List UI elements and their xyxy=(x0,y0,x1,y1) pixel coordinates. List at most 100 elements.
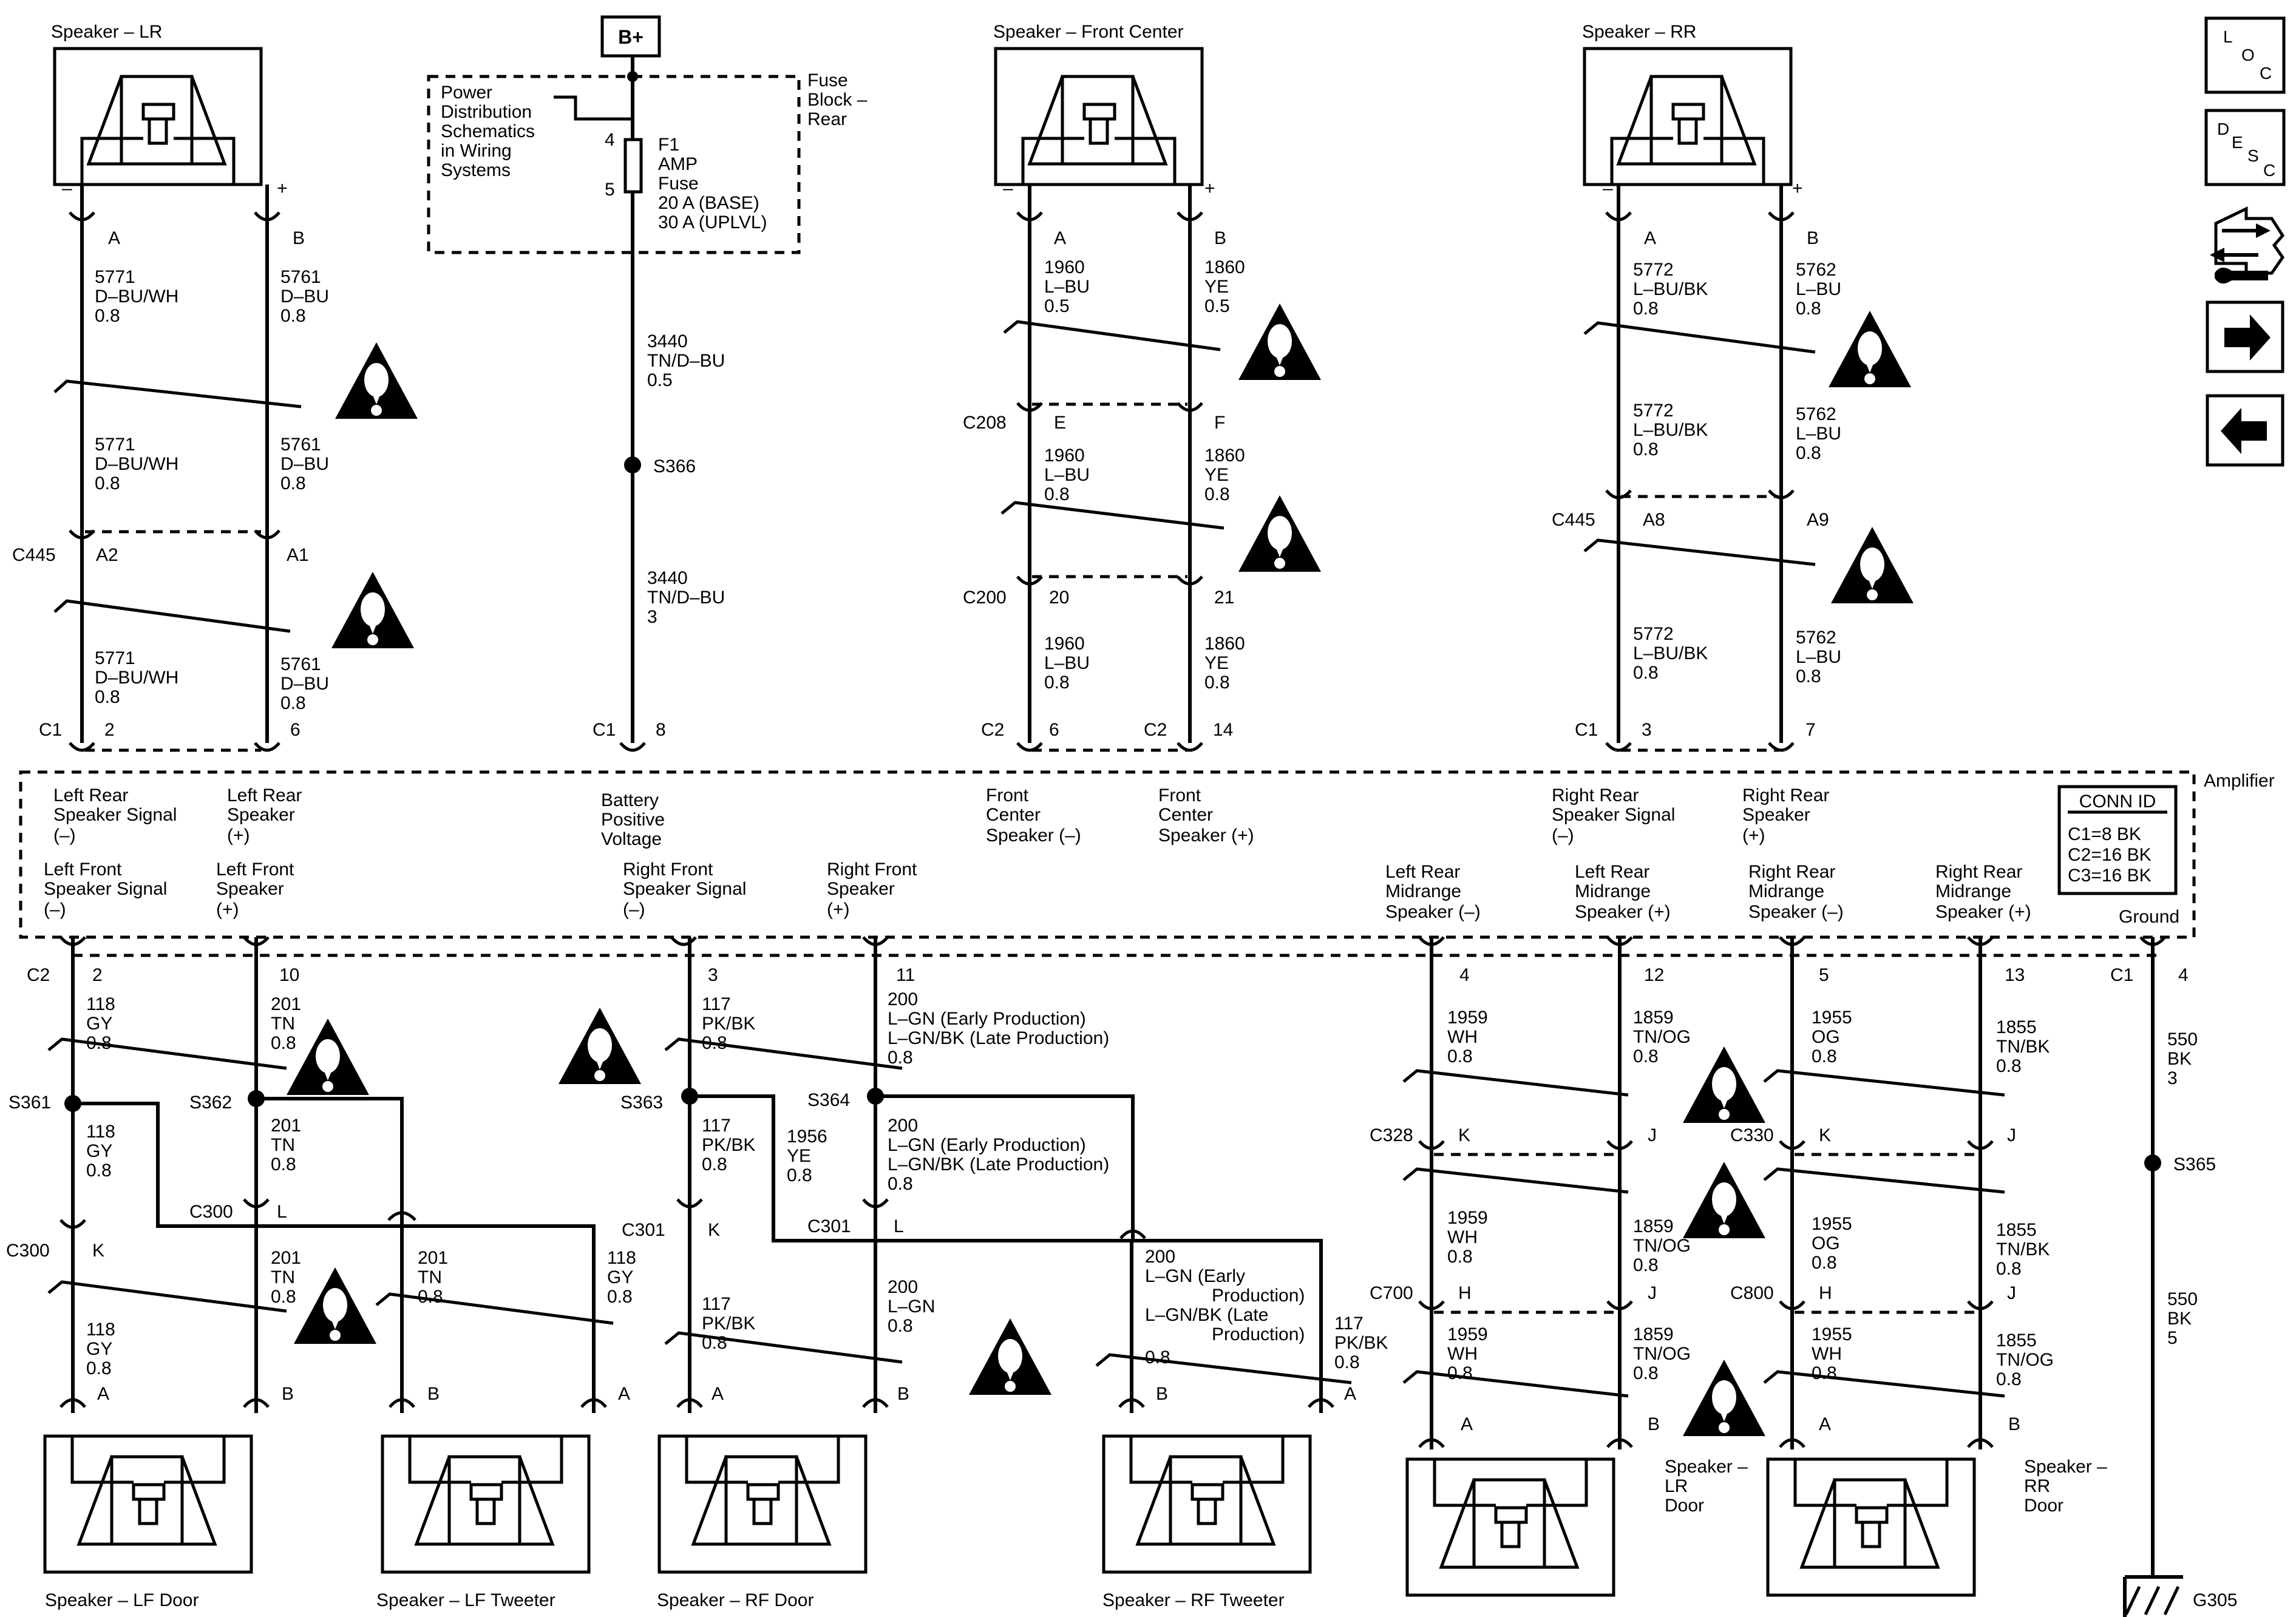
forward-button[interactable] xyxy=(2206,300,2284,373)
speaker-rr-label: Speaker – RR xyxy=(1582,22,1696,42)
svg-text:11: 11 xyxy=(896,965,915,985)
svg-text:S361: S361 xyxy=(8,1093,51,1113)
speaker-lr-door-label: Speaker – LR Door xyxy=(1665,1457,1753,1516)
warning-icon xyxy=(335,342,418,419)
svg-text:B: B xyxy=(293,228,305,248)
warning-icon xyxy=(1829,311,1911,387)
svg-text:B: B xyxy=(1807,228,1819,248)
svg-text:A: A xyxy=(1054,228,1066,248)
svg-text:3: 3 xyxy=(708,965,718,985)
warning-icon xyxy=(1831,527,1914,603)
svg-text:S366: S366 xyxy=(653,456,696,476)
svg-text:F: F xyxy=(1214,413,1225,433)
pin-plus: + xyxy=(1204,178,1215,198)
connector-tool-icon[interactable] xyxy=(2210,206,2285,284)
speaker-lr-label: Speaker – LR xyxy=(51,22,162,42)
svg-text:J: J xyxy=(2007,1125,2016,1145)
svg-text:0.8: 0.8 xyxy=(1145,1348,1170,1368)
warning-icon xyxy=(1683,1162,1765,1238)
warning-icon xyxy=(331,572,414,648)
svg-text:B: B xyxy=(1648,1414,1660,1434)
svg-text:3: 3 xyxy=(1642,720,1652,740)
warning-icon xyxy=(1238,303,1321,380)
speaker-rf-door-label: Speaker – RF Door xyxy=(657,1590,813,1610)
svg-text:K: K xyxy=(708,1220,720,1240)
fuse-info: F1 AMP Fuse 20 A (BASE) 30 A (UPLVL) xyxy=(658,135,767,232)
arrow-right-icon xyxy=(2224,314,2271,361)
speaker-lf-door-label: Speaker – LF Door xyxy=(45,1590,199,1610)
desc-button[interactable]: D E S C xyxy=(2204,109,2286,186)
svg-text:E: E xyxy=(1054,413,1066,433)
svg-text:J: J xyxy=(1648,1125,1657,1145)
svg-text:10: 10 xyxy=(279,965,299,985)
loc-button[interactable]: L O C xyxy=(2204,16,2286,94)
svg-text:S: S xyxy=(2247,146,2259,165)
svg-text:A: A xyxy=(1461,1414,1473,1434)
warning-icon xyxy=(294,1267,376,1344)
wire-3440-upper: 3440 TN/D–BU 0.5 xyxy=(647,331,730,390)
svg-text:A: A xyxy=(108,228,120,248)
svg-text:A9: A9 xyxy=(1807,510,1829,530)
svg-text:L: L xyxy=(2223,27,2233,46)
speaker-rr-door-label: Speaker – RR Door xyxy=(2024,1457,2112,1516)
svg-text:C2: C2 xyxy=(981,720,1004,740)
svg-text:L: L xyxy=(894,1216,904,1236)
svg-text:H: H xyxy=(1819,1283,1832,1303)
pin-minus: – xyxy=(62,178,72,198)
svg-text:C330: C330 xyxy=(1730,1125,1774,1145)
svg-text:K: K xyxy=(92,1241,104,1261)
svg-text:C328: C328 xyxy=(1370,1125,1413,1145)
svg-text:C300: C300 xyxy=(6,1241,50,1261)
svg-text:C2=16 BK: C2=16 BK xyxy=(2068,845,2152,865)
svg-text:7: 7 xyxy=(1805,720,1816,740)
svg-text:K: K xyxy=(1458,1125,1470,1145)
ground-id: G305 xyxy=(2193,1590,2237,1610)
fuse-pin-bottom: 5 xyxy=(605,180,615,200)
amplifier-outline xyxy=(19,770,2196,939)
svg-text:4: 4 xyxy=(1459,965,1470,985)
warning-icon xyxy=(1683,1360,1765,1436)
svg-text:A: A xyxy=(97,1384,109,1404)
back-button[interactable] xyxy=(2206,394,2284,467)
svg-text:B: B xyxy=(1156,1384,1168,1404)
svg-text:14: 14 xyxy=(1213,720,1233,740)
speaker-rf-tweeter-icon xyxy=(1104,1436,1310,1572)
